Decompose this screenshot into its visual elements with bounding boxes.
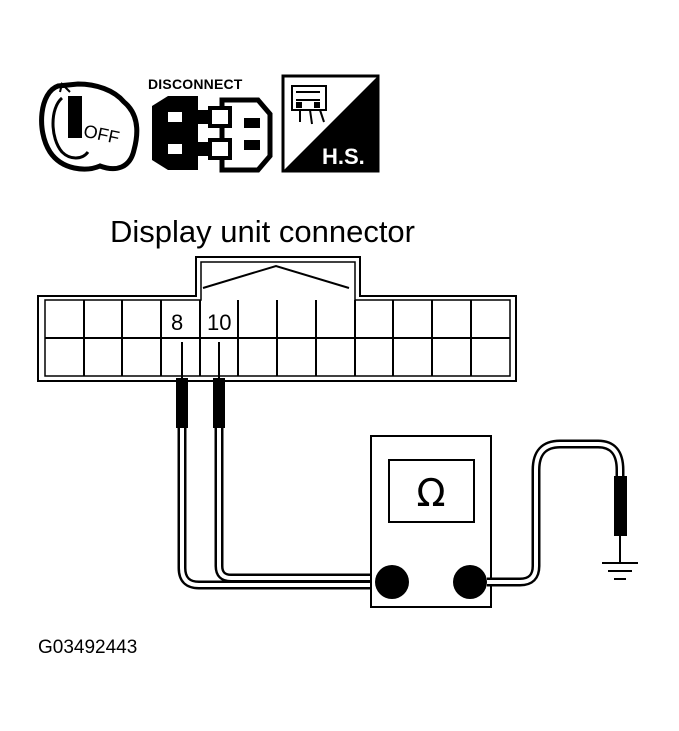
pin-label-10: 10: [207, 310, 232, 335]
ohmmeter: Ω: [370, 435, 492, 608]
probe-pin-10: [213, 342, 225, 428]
ground-probe: [614, 476, 627, 536]
harness-side-icon: H.S.: [281, 74, 380, 173]
harness-side-label: H.S.: [322, 144, 365, 169]
ohm-symbol: Ω: [416, 471, 445, 515]
ignition-off-icon: OFF: [39, 81, 140, 172]
terminal-grid: [45, 300, 510, 376]
test-lead-2: [214, 428, 392, 583]
ground-lead: [487, 439, 627, 587]
test-lead-1: [177, 428, 392, 590]
meter-terminal-left: [375, 565, 409, 599]
connector-latch: [202, 264, 350, 289]
connector-title: Display unit connector: [110, 214, 415, 249]
disconnect-connector-icon: [152, 96, 273, 173]
disconnect-label: DISCONNECT: [148, 76, 243, 92]
ground-symbol-icon: [602, 562, 638, 580]
meter-terminal-right: [453, 565, 487, 599]
figure-id: G03492443: [38, 637, 138, 658]
pin-label-8: 8: [171, 310, 184, 335]
probe-pin-8: [176, 342, 188, 428]
display-unit-connector: [37, 256, 517, 382]
meter-display: [388, 459, 475, 523]
